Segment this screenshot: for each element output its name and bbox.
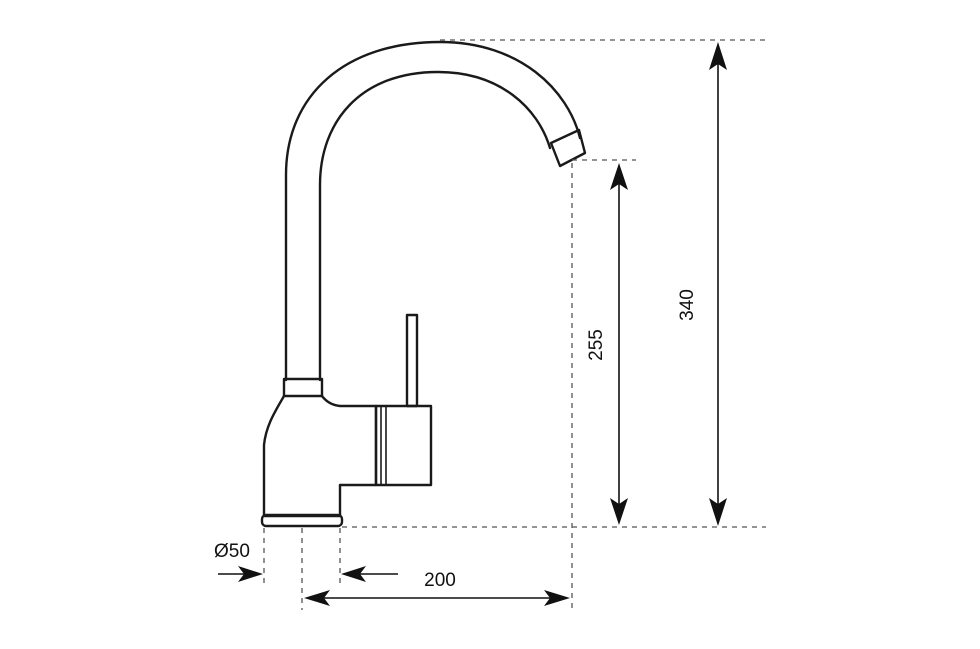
spout-outer-outline [284,40,582,382]
base-diameter-arrow-left [238,566,263,582]
handle-cartridge [374,404,433,487]
base-diameter-label: Ø50 [214,541,250,562]
faucet [260,40,587,528]
dimension-total-height: 340 [677,42,727,526]
reach-arrow-right [544,590,570,606]
spout-inner-outline [318,70,552,382]
reach-label: 200 [424,570,456,591]
faucet-body [262,394,378,518]
total-height-arrow-top [709,42,727,70]
base-diameter-arrow-right [341,566,366,582]
spout-collar [282,377,324,398]
extension-lines [263,39,766,610]
dimension-spout-height: 255 [586,163,628,525]
total-height-arrow-bottom [709,498,727,526]
spout-aerator [549,128,587,168]
spout-height-arrow-top [610,163,628,190]
dimension-reach: 200 [304,570,570,606]
dimension-base-diameter: Ø50 [214,541,398,582]
base-ring [260,513,344,528]
reach-arrow-left [304,590,330,606]
lever-handle [405,313,419,408]
total-height-label: 340 [677,289,698,321]
spout-height-arrow-bottom [610,498,628,525]
spout-height-label: 255 [586,329,607,361]
